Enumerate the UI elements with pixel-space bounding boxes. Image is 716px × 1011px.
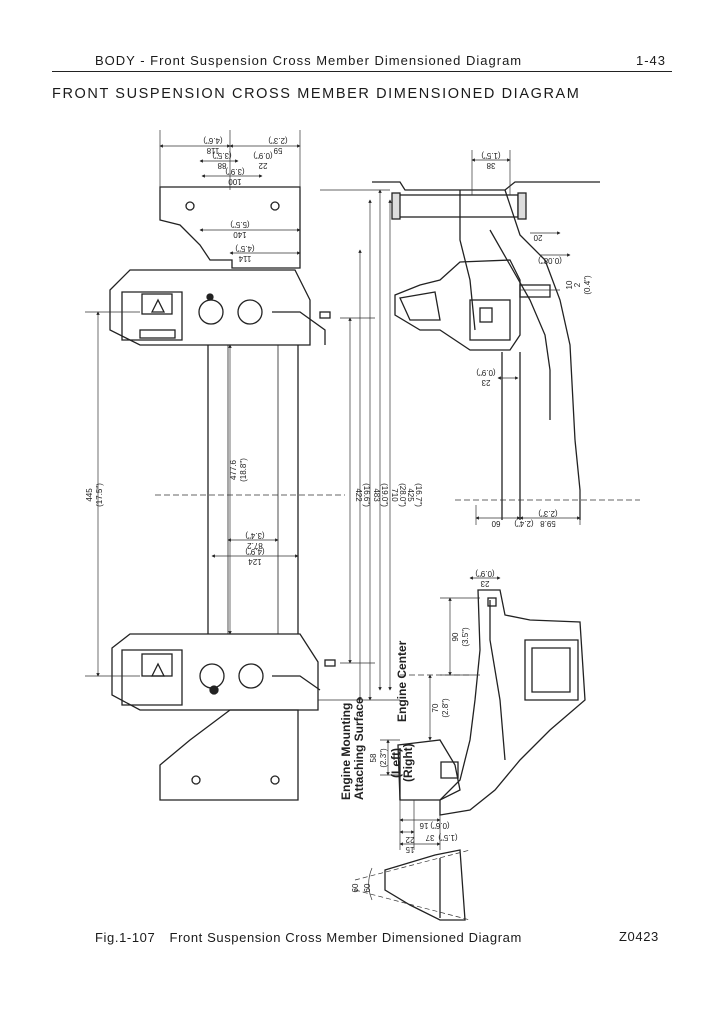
side-view-upper <box>372 181 600 520</box>
dim-23-lower-in: (0.9") <box>475 569 495 578</box>
dim-710: 710 <box>390 488 399 502</box>
plan-view-dimension-lines <box>85 130 400 701</box>
dim-2: 2 <box>573 282 582 287</box>
left-label: (Left) <box>389 748 403 778</box>
dim-483: 483 <box>372 488 381 502</box>
dim-445-in: (17.5") <box>95 483 104 507</box>
side-view-lower-dimension-lines <box>380 576 501 850</box>
dim-70: 70 <box>431 703 440 712</box>
dim-22: 22 <box>258 161 267 170</box>
dim-59-8: 59.8 <box>540 519 556 528</box>
dim-114: 114 <box>238 254 251 263</box>
dim-23-in: (0.9") <box>476 368 496 377</box>
dim-422-in: (16.6") <box>362 483 371 507</box>
callout-labels: Engine Mounting Attaching Surface Engine… <box>339 640 415 800</box>
dim-100: 100 <box>228 177 242 186</box>
attaching-surface-label: Attaching Surface <box>352 697 366 800</box>
dim-23-lower: 23 <box>480 579 489 588</box>
engine-mounting-label: Engine Mounting <box>339 703 353 800</box>
figure-caption: Fig.1-107 Front Suspension Cross Member … <box>95 930 522 945</box>
side-view-lower <box>397 589 586 816</box>
dim-87-in: (3.4") <box>245 531 265 540</box>
dim-477-in: (18.8") <box>239 458 248 482</box>
dim-10-in: (0.4") <box>583 275 592 295</box>
dim-710-in: (28.0") <box>398 483 407 507</box>
dim-58-in: (2.3") <box>379 748 388 768</box>
dim-114-in: (4.5") <box>235 244 255 253</box>
dim-59-in: (2.3") <box>268 136 288 145</box>
side-view-dimension-text: 38 (1.5") 20 (0.08") 10 2 (0.4") 23 (0.9… <box>351 151 592 892</box>
dim-37-in: (1.5") <box>438 833 458 842</box>
dim-60-in: (2.4") <box>514 519 534 528</box>
dim-15: 15 <box>405 845 414 854</box>
section-title: BODY - Front Suspension Cross Member Dim… <box>95 53 523 68</box>
dim-140-in: (5.5") <box>230 220 250 229</box>
engine-center-label: Engine Center <box>395 640 409 722</box>
figure-number: Fig.1-107 <box>95 930 156 945</box>
dim-38: 38 <box>486 161 495 170</box>
dim-445: 445 <box>85 488 94 502</box>
dim-422: 422 <box>354 488 363 502</box>
dim-124-in: (4.9") <box>245 547 265 556</box>
dim-37: 37 <box>425 833 434 842</box>
dim-118: 118 <box>206 146 219 155</box>
figure-title: Front Suspension Cross Member Dimensione… <box>169 930 522 945</box>
dim-60: 60 <box>491 519 500 528</box>
right-label: (Right) <box>401 743 415 782</box>
dim-59: 59 <box>273 146 282 155</box>
dim-140: 140 <box>233 230 247 239</box>
plan-view <box>109 186 336 801</box>
dim-2-in: (0.08") <box>538 256 562 265</box>
dim-90: 90 <box>451 632 460 641</box>
dim-22-in: (0.9") <box>253 151 273 160</box>
dim-483-in: (19.0") <box>380 483 389 507</box>
dim-88-in: (3.5") <box>212 151 232 160</box>
dim-22-lower: 22 <box>405 835 414 844</box>
dim-425-in: (16.7") <box>414 483 423 507</box>
dim-38-in: (1.5") <box>481 151 501 160</box>
dim-10: 10 <box>565 280 574 289</box>
dim-23: 23 <box>481 378 490 387</box>
dim-16: 16 <box>419 821 428 830</box>
dim-124: 124 <box>248 557 262 566</box>
dim-90-in: (3.5") <box>461 627 470 647</box>
dim-70-in: (2.8") <box>441 698 450 718</box>
page-number: 1-43 <box>635 53 666 68</box>
dim-59-8-in: (2.3") <box>538 509 558 518</box>
dim-60-angle-a: 60 <box>351 883 360 892</box>
angle-detail <box>354 849 471 921</box>
plan-view-dimension-text: 118 (4.6") 59 (2.3") 22 (0.9") 88 (3.5")… <box>85 136 423 566</box>
page-heading: FRONT SUSPENSION CROSS MEMBER DIMENSIONE… <box>52 86 581 102</box>
dim-425: 425 <box>406 488 415 502</box>
dim-20: 20 <box>533 233 542 242</box>
dim-477: 477.6 <box>229 459 238 480</box>
dim-58: 58 <box>369 753 378 762</box>
running-header: BODY - Front Suspension Cross Member Dim… <box>95 53 670 71</box>
dim-100-in: (3.9") <box>225 167 245 176</box>
header-rule <box>52 71 672 72</box>
figure-code: Z0423 <box>619 929 659 944</box>
side-view-upper-dimension-lines <box>455 150 640 525</box>
dim-88: 88 <box>217 161 226 170</box>
dim-87: 87.2 <box>247 541 263 550</box>
dim-16-in: (0.6") <box>430 821 450 830</box>
dim-60-angle-b: 60 <box>363 883 372 892</box>
dim-118-in: (4.6") <box>203 136 223 145</box>
